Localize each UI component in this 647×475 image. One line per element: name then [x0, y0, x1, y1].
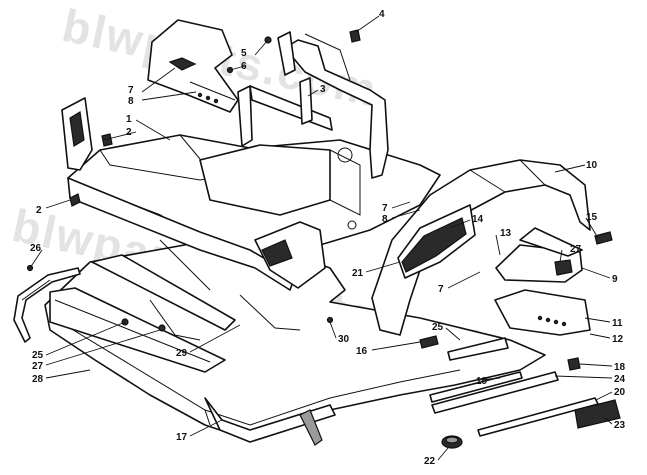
- rear-bracket: [495, 227, 583, 283]
- callout-5: 5: [241, 48, 247, 59]
- callout-2: 2: [36, 205, 42, 216]
- callout-4: 4: [379, 9, 385, 20]
- callout-15: 15: [586, 212, 598, 223]
- leader-lines: [29, 15, 613, 461]
- cross-brace: [237, 77, 333, 147]
- callout-2: 2: [126, 127, 132, 138]
- callout-7: 7: [128, 85, 134, 96]
- front-bumper: [49, 254, 236, 373]
- front-bulkhead-plate: [61, 97, 93, 171]
- callout-22: 22: [424, 456, 436, 467]
- side-panel: [371, 159, 591, 336]
- callout-25: 25: [32, 350, 44, 361]
- callout-26: 26: [30, 243, 42, 254]
- drive-support: [254, 221, 326, 289]
- callout-29: 29: [176, 348, 188, 359]
- callout-21: 21: [352, 268, 364, 279]
- callout-3: 3: [320, 84, 326, 95]
- upper-bracket: [147, 19, 239, 113]
- callout-25: 25: [432, 322, 444, 333]
- callout-12: 12: [612, 334, 624, 345]
- callout-28: 28: [32, 374, 44, 385]
- main-frame: [67, 134, 441, 291]
- hardware-fasteners: [26, 29, 613, 371]
- steering-post: [277, 31, 389, 179]
- callout-11: 11: [612, 318, 623, 329]
- callout-1: 1: [126, 114, 132, 125]
- callout-labels: 4 5 6 7 8 3 1 2 2 10 15 7 8 14 13 27 9 2…: [30, 9, 626, 467]
- rear-lower-plate: [494, 289, 591, 336]
- callout-20: 20: [614, 387, 626, 398]
- callout-10: 10: [586, 160, 598, 171]
- callout-18: 18: [614, 362, 626, 373]
- callout-13: 13: [500, 228, 512, 239]
- callout-7: 7: [382, 203, 388, 214]
- callout-16: 16: [356, 346, 368, 357]
- callout-30: 30: [338, 334, 350, 345]
- callout-19: 19: [476, 376, 488, 387]
- callout-14: 14: [472, 214, 484, 225]
- callout-27: 27: [570, 244, 582, 255]
- grommet: [441, 435, 463, 449]
- callout-24: 24: [614, 374, 626, 385]
- callout-9: 9: [612, 274, 618, 285]
- callout-23: 23: [614, 420, 626, 431]
- callout-27: 27: [32, 361, 44, 372]
- callout-8: 8: [128, 96, 134, 107]
- callout-7: 7: [438, 284, 444, 295]
- traction-strip: [574, 399, 621, 429]
- callout-8: 8: [382, 214, 388, 225]
- running-board-rails: [429, 337, 599, 437]
- callout-17: 17: [176, 432, 188, 443]
- callout-6: 6: [241, 61, 247, 72]
- front-ski-bumper: [13, 267, 81, 343]
